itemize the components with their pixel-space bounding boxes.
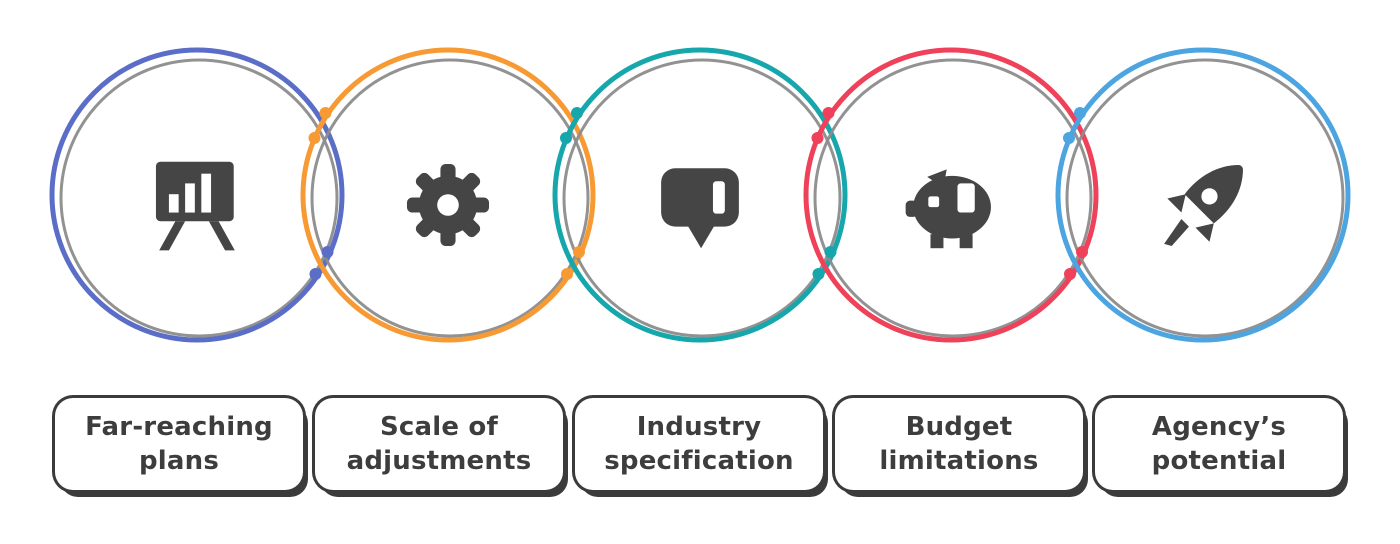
circle-sketch-outline (562, 58, 842, 338)
circle-ring (49, 47, 345, 343)
label-card-scale-of-adjustments: Scale of adjustments (315, 398, 563, 490)
rocket-icon (1164, 165, 1243, 247)
intersection-dots-3 (811, 107, 837, 280)
label-card-agencys-potential: Agency’s potential (1095, 398, 1343, 490)
rings-graphic (49, 47, 1351, 343)
circle-scale-of-adjustments (300, 47, 596, 343)
circle-agencys-potential (1055, 47, 1351, 343)
circle-sketch-outline (310, 58, 590, 338)
piggy-bank-icon (905, 169, 991, 249)
label-card-budget-limitations: Budget limitations (835, 398, 1083, 490)
circle-ring (300, 47, 596, 343)
label-text: Scale of adjustments (346, 411, 532, 476)
label-text: Industry specification (604, 411, 794, 476)
circle-sketch-outline (813, 58, 1093, 338)
circle-ring (803, 47, 1099, 343)
intersection-dots-2 (560, 107, 585, 280)
circle-industry-specification (552, 47, 848, 343)
circle-ring (1055, 47, 1351, 343)
speech-bubble-icon (661, 168, 739, 249)
label-card-industry-specification: Industry specification (575, 398, 823, 490)
label-row: Far-reaching plans Scale of adjustments … (55, 398, 1343, 490)
intersection-dots-1 (308, 107, 334, 280)
intersection-dots-4 (1063, 107, 1088, 280)
label-text: Far-reaching plans (85, 411, 273, 476)
circle-budget-limitations (803, 47, 1099, 343)
circle-sketch-outline (59, 58, 339, 338)
label-card-far-reaching-plans: Far-reaching plans (55, 398, 303, 490)
circle-sketch-outline (1065, 58, 1345, 338)
circle-ring (552, 47, 848, 343)
label-text: Budget limitations (879, 411, 1039, 476)
gear-icon (406, 163, 490, 247)
label-text: Agency’s potential (1151, 411, 1287, 476)
circle-far-reaching-plans (49, 47, 345, 343)
presentation-board-icon (155, 161, 235, 251)
